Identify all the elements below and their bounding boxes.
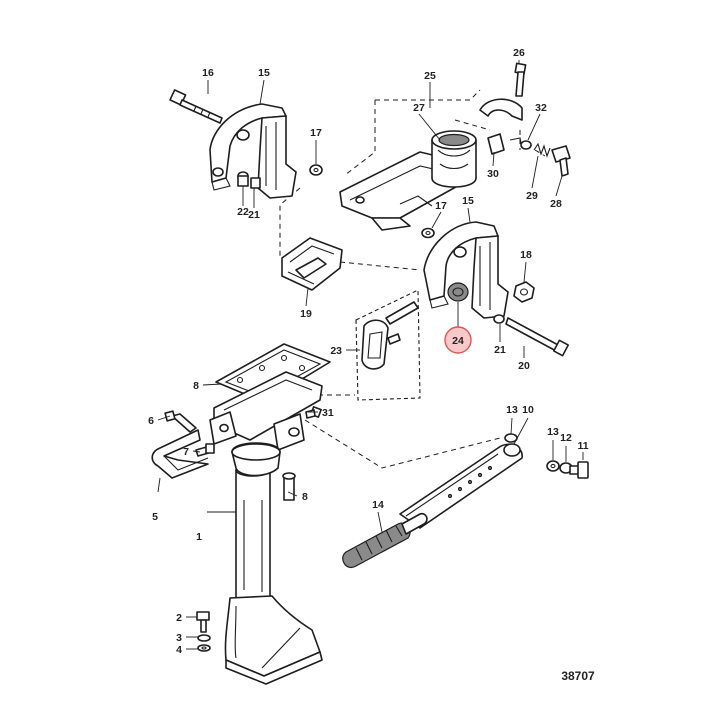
leader-lines	[157, 60, 584, 650]
callout-31: 31	[322, 407, 334, 419]
pad-24	[447, 282, 469, 302]
bolt-2	[196, 611, 210, 633]
callout-17-upper: 17	[310, 127, 322, 139]
clamp-bracket-15-lower	[423, 221, 509, 319]
callout-11: 11	[577, 440, 588, 452]
washer-17-lower	[421, 227, 435, 239]
screw-7	[195, 443, 215, 457]
callout-15-lower: 15	[462, 195, 474, 207]
callout-13-lower: 13	[547, 426, 559, 438]
washer-13-lower	[546, 460, 560, 472]
washer-3	[197, 634, 211, 642]
callout-26: 26	[513, 47, 525, 59]
washer-13-upper	[504, 433, 518, 443]
screw-26	[514, 62, 527, 97]
callout-labels: 1 2 3 4 5 6 7 8 8 10 11 12 13 13 14 15 1…	[148, 47, 589, 656]
callout-18: 18	[520, 249, 532, 261]
callout-21-lower: 21	[494, 344, 506, 356]
callout-15-upper: 15	[258, 67, 270, 79]
spring-29	[533, 142, 551, 158]
callout-23: 23	[330, 345, 342, 357]
washer-32	[520, 140, 532, 150]
bracket-23-group	[355, 289, 421, 401]
diagram-reference-number: 38707	[561, 669, 595, 683]
callout-28: 28	[550, 198, 562, 210]
screw-6	[164, 410, 197, 433]
bolt-20	[505, 317, 570, 357]
callout-13-upper: 13	[506, 404, 518, 416]
bolt-11	[569, 461, 589, 479]
callout-10: 10	[522, 404, 534, 416]
callout-25: 25	[424, 70, 436, 82]
callout-7: 7	[183, 446, 189, 458]
callout-1: 1	[196, 531, 202, 543]
swivel-tube-27	[431, 130, 477, 188]
callout-16: 16	[202, 67, 214, 79]
bolt-8-lower	[282, 472, 296, 501]
callout-22: 22	[237, 206, 249, 218]
steering-arm-10	[399, 443, 523, 529]
callout-24[interactable]: 24	[452, 335, 464, 347]
callout-2: 2	[176, 612, 182, 624]
bushing-22	[237, 171, 249, 187]
callout-32: 32	[535, 102, 547, 114]
callout-6: 6	[148, 415, 154, 427]
callout-4: 4	[176, 644, 182, 656]
clamp-bracket-15-upper	[209, 103, 297, 199]
nut-21-lower	[493, 314, 505, 324]
callout-19: 19	[300, 308, 312, 320]
steering-block	[209, 371, 323, 451]
nut-21-upper	[250, 177, 261, 189]
callout-14: 14	[372, 499, 384, 511]
callout-21-upper: 21	[248, 209, 260, 221]
strap-clamp-30	[479, 98, 523, 155]
washer-4	[197, 644, 211, 652]
callout-12: 12	[560, 432, 572, 444]
callout-8-lower: 8	[302, 491, 308, 503]
callout-20: 20	[518, 360, 530, 372]
callout-17-lower: 17	[435, 200, 447, 212]
cover-19	[281, 237, 343, 291]
washer-17-upper	[309, 164, 323, 176]
tilt-handle-5	[151, 429, 209, 479]
nut-18	[513, 281, 535, 303]
callout-3: 3	[176, 632, 182, 644]
callout-29: 29	[526, 190, 538, 202]
callout-5: 5	[152, 511, 158, 523]
swivel-post-1	[224, 442, 323, 685]
grip-14	[342, 512, 428, 568]
callout-8-upper: 8	[193, 380, 199, 392]
callout-30: 30	[487, 168, 499, 180]
highlight-marker-24[interactable]	[444, 326, 472, 354]
callout-27: 27	[413, 102, 425, 114]
knob-28	[551, 145, 571, 177]
bolt-16	[169, 89, 223, 124]
